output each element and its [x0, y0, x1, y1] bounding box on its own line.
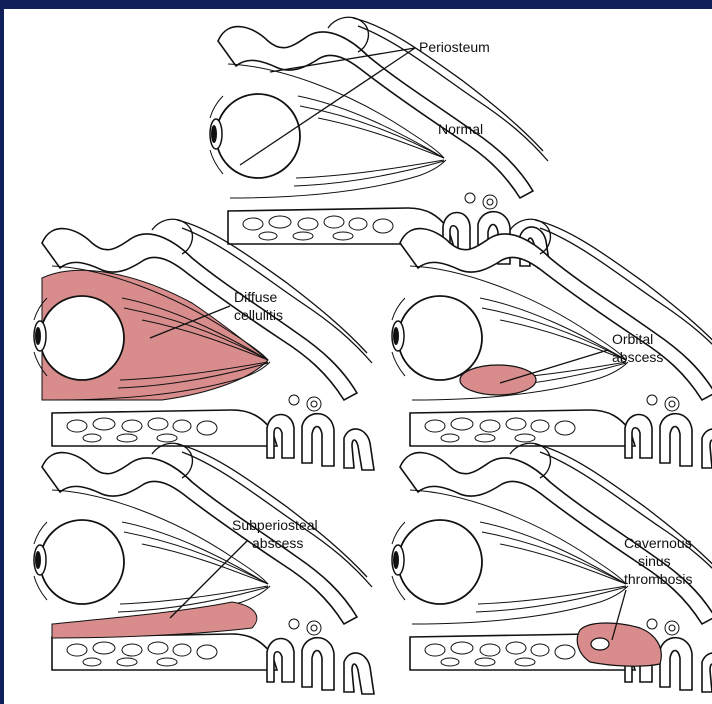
label-periosteum: Periosteum	[419, 39, 490, 55]
panel-orbital-abscess	[392, 219, 712, 470]
panel-normal	[210, 17, 550, 268]
label-subperiosteal: Subperiosteal	[232, 517, 318, 533]
label-thrombosis: thrombosis	[624, 571, 692, 587]
label-abscess: abscess	[612, 349, 663, 365]
subperiosteal-highlight	[52, 602, 257, 638]
orbital-abscess-highlight	[460, 365, 536, 395]
label-diffuse: Diffuse	[234, 289, 278, 305]
panel-diffuse-cellulitis	[34, 219, 374, 470]
label-normal: Normal	[438, 121, 483, 137]
label-sinus: sinus	[638, 553, 671, 569]
cavernous-vessel	[591, 638, 609, 650]
label-orbital: Orbital	[612, 331, 653, 347]
panel-subperiosteal-abscess	[34, 443, 374, 694]
label-subperiosteal-abscess: abscess	[252, 535, 303, 551]
label-cavernous: Cavernous	[624, 535, 692, 551]
cavernous-sinus-highlight	[577, 623, 661, 666]
label-cellulitis: cellulitis	[234, 307, 283, 323]
